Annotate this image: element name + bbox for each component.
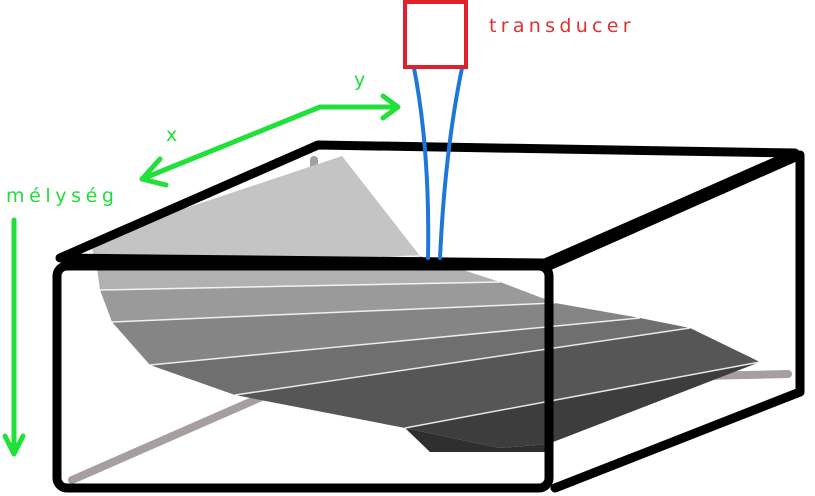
tank-outline: [52, 140, 805, 493]
beam-left-edge: [412, 66, 431, 260]
transducer-box: [403, 0, 468, 69]
x-axis-label: x: [166, 124, 178, 146]
depth-axis-label: mélység: [6, 185, 119, 207]
surface-band-4: [112, 303, 640, 365]
tank-right-face: [544, 150, 805, 493]
bottom-support-rod: [68, 384, 286, 484]
tank-front-face: [52, 261, 554, 493]
depth-axis-arrowhead: [2, 433, 26, 457]
surface-band-5: [150, 318, 690, 395]
transducer-label: transducer: [489, 15, 635, 37]
surface-band-8: [405, 428, 548, 452]
surface-band-1: [90, 156, 420, 268]
y-axis-label: y: [354, 69, 366, 91]
beam-right-edge: [438, 66, 464, 260]
surface-band-3: [100, 282, 555, 322]
ultrasound-beam: [412, 66, 464, 260]
y-axis-arrowhead: [380, 93, 401, 121]
x-axis-arrow-shaft: [139, 104, 323, 182]
surface-band-7: [405, 362, 760, 448]
axis-arrows: [2, 93, 401, 457]
x-axis-arrowhead: [139, 156, 169, 188]
scanned-surface: [90, 156, 761, 452]
surface-band-6: [235, 328, 760, 428]
